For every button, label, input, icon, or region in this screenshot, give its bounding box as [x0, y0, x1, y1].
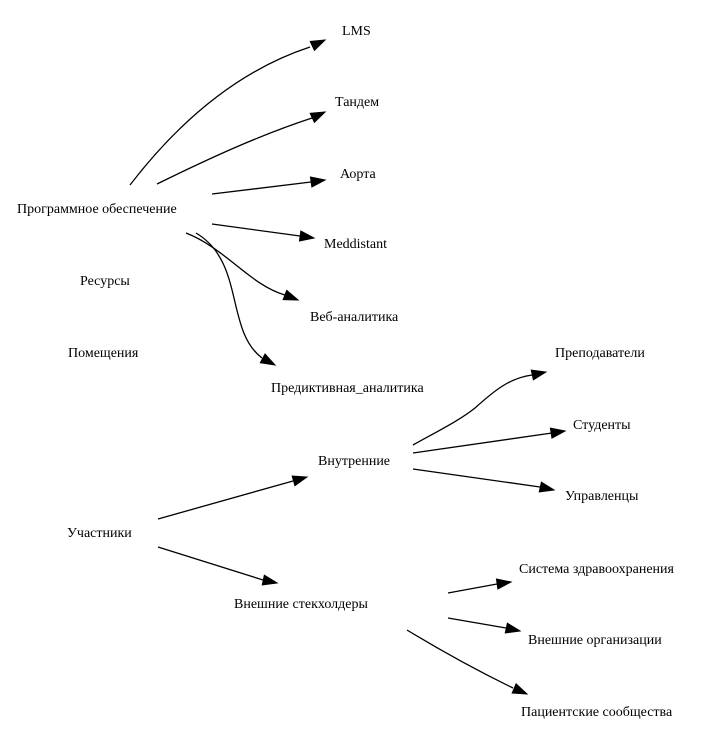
node-students: Студенты [573, 418, 631, 433]
edge-soft-to-meddistant [211, 223, 316, 242]
edge-line [447, 617, 507, 629]
edge-line [157, 480, 294, 520]
edge-line [157, 546, 264, 581]
edge-line [211, 181, 312, 195]
arrowhead-icon [309, 176, 327, 188]
node-rooms: Помещения [68, 346, 139, 361]
edge-line [412, 432, 553, 454]
arrowhead-icon [298, 230, 316, 242]
node-meddistant: Meddistant [324, 237, 387, 252]
edge-line [211, 223, 301, 237]
node-aorta: Аорта [340, 167, 377, 182]
node-managers: Управленцы [565, 489, 639, 504]
arrowhead-icon [504, 622, 522, 634]
edge-external-to-patients [406, 629, 529, 695]
edge-line [412, 374, 533, 446]
edge-soft-to-tandem [156, 111, 327, 185]
edge-participants-to-internal [157, 475, 309, 520]
edge-line [156, 117, 313, 185]
edge-soft-to-webanalytics [185, 232, 300, 301]
edge-line [185, 232, 286, 296]
node-participants: Участники [67, 526, 132, 541]
node-resources: Ресурсы [80, 274, 130, 289]
node-healthcare: Система здравоохранения [519, 562, 675, 577]
nodes-layer: Программное обеспечение LMS ТандемАортаMed… [17, 24, 675, 720]
arrowhead-icon [282, 289, 300, 301]
edge-line [129, 46, 311, 186]
edge-internal-to-teachers [412, 369, 548, 446]
arrowhead-icon [261, 574, 279, 586]
edge-internal-to-managers [412, 468, 556, 493]
arrowhead-icon [291, 475, 309, 487]
edge-soft-to-lms [129, 39, 327, 186]
edge-external-to-healthcare [447, 578, 513, 594]
edge-line [195, 232, 263, 359]
arrowhead-icon [309, 111, 327, 124]
arrowhead-icon [309, 39, 327, 52]
node-soft: Программное обеспечение [17, 202, 177, 217]
node-tandem: Тандем [335, 95, 379, 110]
node-teachers: Преподаватели [555, 346, 645, 361]
node-patients: Пациентские сообщества [521, 705, 673, 720]
arrowhead-icon [495, 578, 513, 590]
edge-participants-to-external [157, 546, 279, 586]
arrowhead-icon [259, 353, 277, 366]
arrowhead-icon [549, 427, 567, 439]
edges-layer [129, 39, 567, 695]
edge-line [412, 468, 541, 488]
arrowhead-icon [538, 481, 556, 493]
edge-soft-to-aorta [211, 176, 327, 195]
edge-line [406, 629, 514, 689]
node-webanalytics: Веб-аналитика [310, 310, 399, 325]
edge-line [447, 583, 498, 594]
arrowhead-icon [511, 683, 529, 695]
node-predictive: Предиктивная_аналитика [271, 381, 424, 396]
arrowhead-icon [530, 369, 548, 381]
edge-external-to-extorgs [447, 617, 522, 634]
node-internal: Внутренние [318, 454, 390, 469]
node-external: Внешние стекхолдеры [234, 597, 368, 612]
edge-internal-to-students [412, 427, 567, 454]
edge-soft-to-predictive [195, 232, 277, 366]
node-lms: LMS [342, 24, 371, 39]
node-extorgs: Внешние организации [528, 633, 662, 648]
